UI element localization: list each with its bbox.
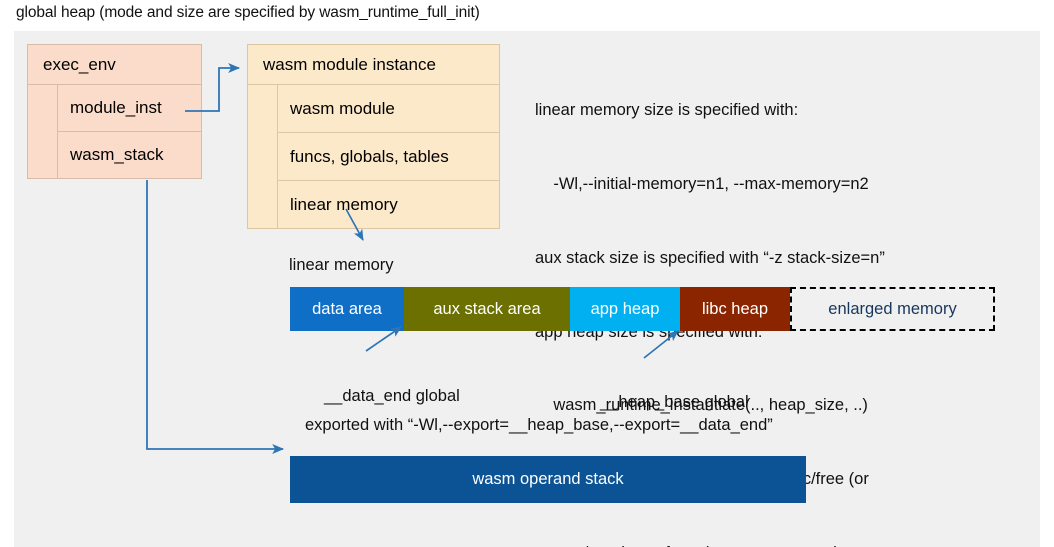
spec-note-line: -Wl,--initial-memory=n1, --max-memory=n2 — [535, 174, 869, 193]
wasm-module-instance-box: wasm module instance wasm module funcs, … — [247, 44, 500, 229]
exec-env-box: exec_env module_inst wasm_stack — [27, 44, 202, 179]
module-instance-body: wasm module funcs, globals, tables linea… — [248, 85, 499, 228]
module-instance-row-funcs-globals-tables: funcs, globals, tables — [278, 133, 499, 181]
module-instance-gutter — [248, 85, 278, 228]
linear-memory-strip: data area aux stack area app heap libc h… — [290, 287, 995, 331]
heap-base-annotation: __heap_base global — [600, 393, 749, 411]
wasm-operand-stack-box: wasm operand stack — [290, 456, 806, 503]
memory-segment-app-heap: app heap — [570, 287, 680, 331]
module-instance-rows: wasm module funcs, globals, tables linea… — [278, 85, 499, 228]
memory-segment-libc-heap: libc heap — [680, 287, 790, 331]
module-instance-row-linear-memory: linear memory — [278, 181, 499, 228]
memory-segment-data-area: data area — [290, 287, 404, 331]
exec-env-header: exec_env — [28, 45, 201, 85]
data-end-annotation: __data_end global — [324, 387, 460, 405]
operand-stack-notes: wasm operand stack size is specified by … — [189, 512, 836, 547]
exec-env-rows: module_inst wasm_stack — [58, 85, 201, 178]
spec-note-line: aux stack size is specified with “-z sta… — [535, 248, 885, 267]
spec-note-line: wasm_runtime_instantiate(.., heap_size, … — [535, 396, 868, 415]
memory-segment-enlarged-memory: enlarged memory — [790, 287, 995, 331]
exported-with-annotation: exported with “-Wl,--export=__heap_base,… — [305, 416, 773, 434]
spec-note-line: linear memory size is specified with: — [535, 101, 799, 120]
module-instance-row-wasm-module: wasm module — [278, 85, 499, 133]
linear-memory-caption: linear memory — [289, 256, 394, 274]
module-instance-header: wasm module instance — [248, 45, 499, 85]
exec-env-gutter — [28, 85, 58, 178]
exec-env-row-wasm-stack: wasm_stack — [58, 132, 201, 178]
memory-segment-aux-stack-area: aux stack area — [404, 287, 570, 331]
spec-note-line: __new/__release for as) are not exported — [535, 541, 1035, 547]
exec-env-row-module-inst: module_inst — [58, 85, 201, 132]
page-title: global heap (mode and size are specified… — [16, 4, 480, 21]
exec-env-body: module_inst wasm_stack — [28, 85, 201, 178]
diagram-surface: exec_env module_inst wasm_stack wasm mod… — [14, 31, 1040, 547]
